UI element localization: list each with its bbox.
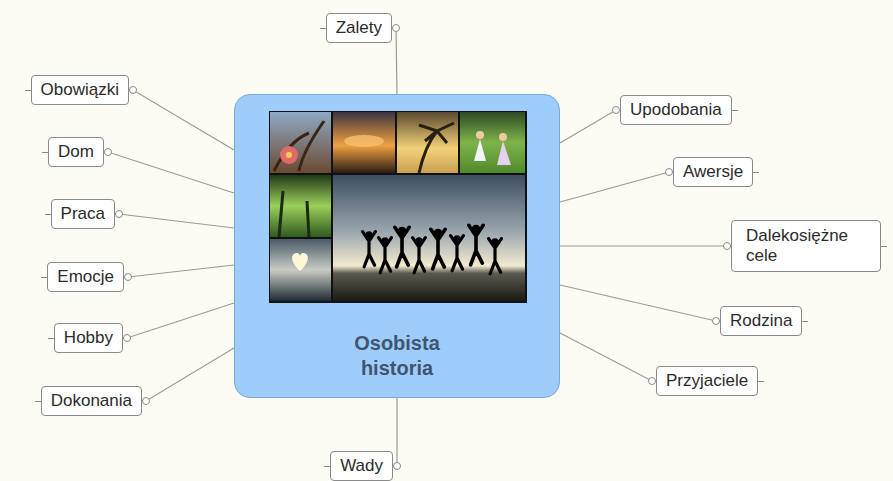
branch-connector <box>392 28 397 94</box>
branch-connector <box>129 90 234 150</box>
connector-dot <box>125 274 132 281</box>
connector-dot <box>130 87 137 94</box>
branch-connector <box>560 285 720 321</box>
connector-dot <box>713 318 720 325</box>
connector-dot <box>649 378 656 385</box>
topic-box: Obowiązki <box>31 75 129 105</box>
topic-box: Upodobania <box>620 95 732 125</box>
topic-box: Zalety <box>326 13 392 43</box>
topic-label: Emocje <box>57 267 114 287</box>
topic-box: Dalekosiężne cele <box>731 220 881 272</box>
connector-dot <box>724 243 731 250</box>
topic-label: Awersje <box>683 162 743 182</box>
branch-connector <box>124 265 234 277</box>
topic-label: Praca <box>61 204 105 224</box>
topic-label: Dom <box>58 142 94 162</box>
central-topic: Osobista historia <box>234 94 560 398</box>
connector-dot <box>393 25 400 32</box>
branch-connector <box>560 172 673 202</box>
topic-box: Hobby <box>54 323 123 353</box>
topic-box: Dokonania <box>41 386 142 416</box>
connector-dot <box>143 398 150 405</box>
branch-connector <box>560 333 656 381</box>
connector-dot <box>105 149 112 156</box>
branch-connector <box>560 245 731 246</box>
branch-connector <box>115 214 234 228</box>
topic-label: Wady <box>340 456 383 476</box>
topic-box: Emocje <box>47 262 124 292</box>
topic-box: Awersje <box>673 157 753 187</box>
topic-box: Przyjaciele <box>656 366 758 396</box>
topic-label: Przyjaciele <box>666 371 748 391</box>
connector-dot <box>116 211 123 218</box>
branch-connector <box>142 348 234 401</box>
topic-box: Praca <box>51 199 115 229</box>
branch-connector <box>560 110 620 143</box>
topic-label: Rodzina <box>730 311 792 331</box>
topic-box: Dom <box>48 137 104 167</box>
connector-dot <box>613 107 620 114</box>
topic-label: Upodobania <box>630 100 722 120</box>
topic-label: Zalety <box>336 18 382 38</box>
branch-connector <box>123 303 234 338</box>
connector-dot <box>124 335 131 342</box>
topic-label: Hobby <box>64 328 113 348</box>
branch-connector <box>393 398 397 466</box>
topic-box: Wady <box>330 451 393 481</box>
branch-connector <box>104 152 234 193</box>
topic-box: Rodzina <box>720 306 802 336</box>
photo-collage <box>269 111 527 303</box>
topic-label: Dokonania <box>51 391 132 411</box>
topic-label: Dalekosiężne cele <box>746 226 858 266</box>
connector-dot <box>666 169 673 176</box>
topic-label: Obowiązki <box>41 80 119 100</box>
central-title: Osobista historia <box>337 331 457 381</box>
connector-dot <box>394 463 401 470</box>
